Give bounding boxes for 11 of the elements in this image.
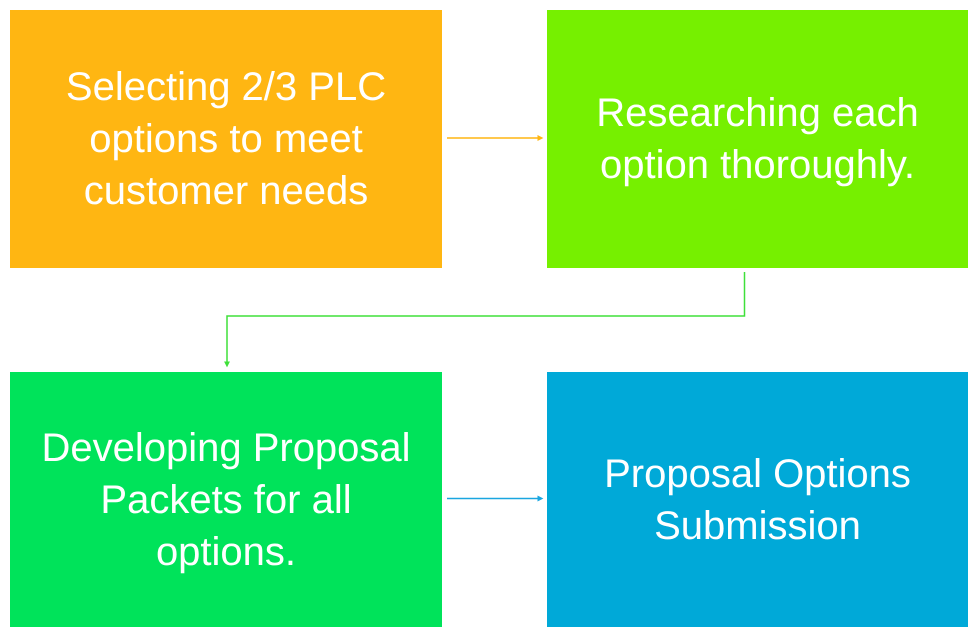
box-text: Researching each option thoroughly. — [595, 90, 920, 189]
process-box — [10, 372, 442, 627]
process-box — [547, 372, 968, 627]
arrow — [447, 135, 544, 141]
arrow — [224, 272, 746, 368]
box-text: Selecting 2/3 PLC options to meet customer needs — [64, 64, 388, 215]
arrow — [447, 496, 544, 502]
process-box — [547, 10, 968, 268]
box-text: Proposal Options Submission — [603, 450, 912, 550]
box-text: Developing Proposal Packets for all options. — [40, 424, 412, 576]
process-box — [10, 10, 442, 268]
